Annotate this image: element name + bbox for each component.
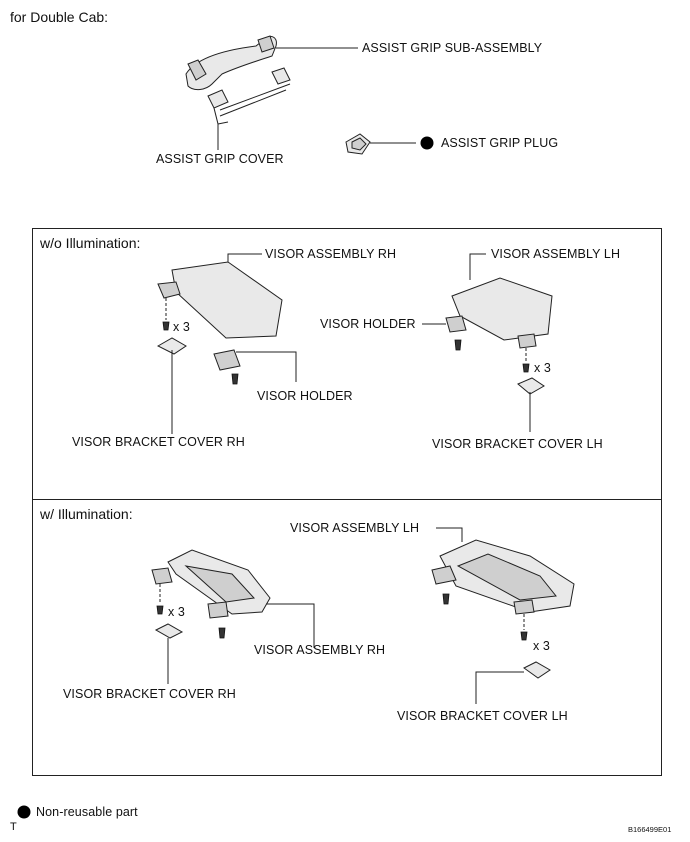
- leader-visor-rh-2: [266, 603, 315, 648]
- label-visor-assembly-lh-2: VISOR ASSEMBLY LH: [290, 521, 420, 535]
- figure-code: B166499E01: [628, 825, 672, 834]
- label-qty-lh-2: x 3: [533, 639, 550, 653]
- section-title-with-illumination: w/ Illumination:: [40, 506, 133, 522]
- label-visor-assembly-lh-1: VISOR ASSEMBLY LH: [491, 247, 621, 261]
- visor-rh-illustration-2: [151, 549, 271, 639]
- leader-bracket-cover-lh-2: [475, 671, 524, 704]
- label-assist-grip-sub-assembly: ASSIST GRIP SUB-ASSEMBLY: [362, 41, 543, 55]
- legend-dot-icon: [17, 805, 31, 819]
- label-visor-bracket-cover-rh-1: VISOR BRACKET COVER RH: [72, 435, 245, 449]
- leader-visor-lh-1: [469, 253, 486, 280]
- label-qty-rh-1: x 3: [173, 320, 190, 334]
- page-title: for Double Cab:: [10, 9, 109, 25]
- footer-mark: T: [10, 821, 17, 833]
- label-assist-grip-cover: ASSIST GRIP COVER: [156, 152, 284, 166]
- assist-grip-illustration: [185, 35, 291, 125]
- panel-with-illumination: [32, 499, 662, 776]
- label-visor-bracket-cover-rh-2: VISOR BRACKET COVER RH: [63, 687, 236, 701]
- visor-rh-illustration-1: [156, 261, 283, 385]
- leader-visor-rh-1: [227, 253, 262, 262]
- label-qty-rh-2: x 3: [168, 605, 185, 619]
- label-visor-holder-left: VISOR HOLDER: [257, 389, 353, 403]
- visor-lh-illustration-1: [445, 277, 553, 395]
- non-reusable-marker-icon: [420, 136, 434, 150]
- section-title-without-illumination: w/o Illumination:: [40, 235, 141, 251]
- label-visor-assembly-rh-2: VISOR ASSEMBLY RH: [254, 643, 386, 657]
- visor-lh-illustration-2: [431, 539, 575, 679]
- leader-visor-lh-2: [436, 527, 463, 542]
- legend-non-reusable-label: Non-reusable part: [36, 805, 138, 819]
- assist-grip-plug-illustration: [345, 133, 371, 155]
- label-qty-lh-1: x 3: [534, 361, 551, 375]
- label-visor-assembly-rh-1: VISOR ASSEMBLY RH: [265, 247, 397, 261]
- label-visor-bracket-cover-lh-1: VISOR BRACKET COVER LH: [432, 437, 603, 451]
- label-visor-holder-right: VISOR HOLDER: [320, 317, 416, 331]
- leader-visor-holder-1: [236, 351, 297, 382]
- label-assist-grip-plug: ASSIST GRIP PLUG: [441, 136, 559, 150]
- label-visor-bracket-cover-lh-2: VISOR BRACKET COVER LH: [397, 709, 568, 723]
